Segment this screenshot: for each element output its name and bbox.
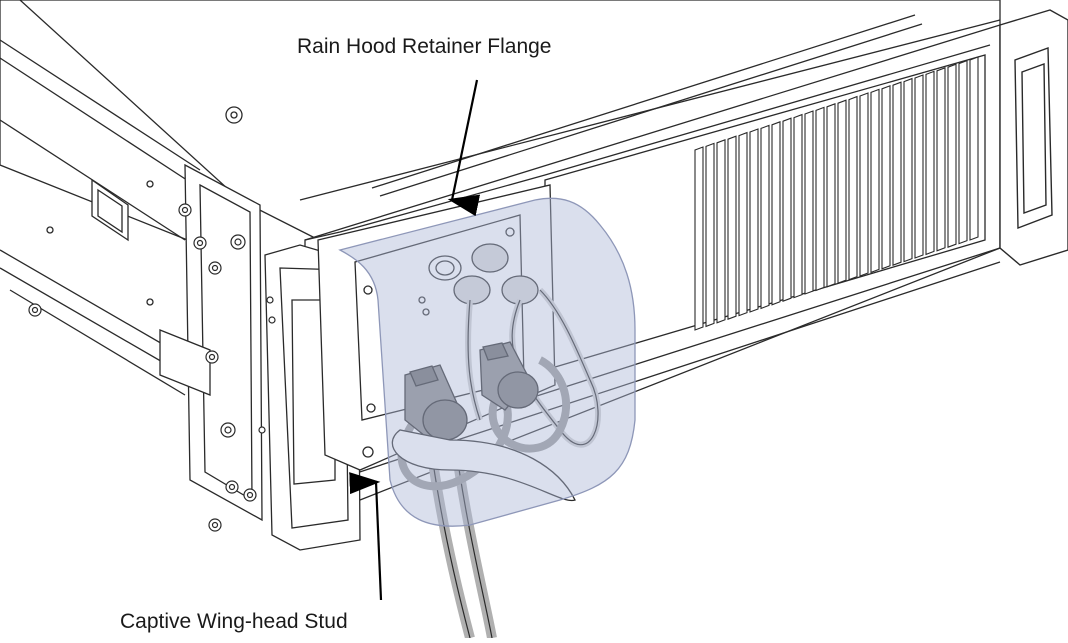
rigging-bolts: [28, 203, 276, 532]
heatsink-fin: [958, 59, 968, 245]
heatsink-fin: [903, 77, 913, 263]
power-connectors: [362, 341, 576, 640]
heatsink-fin: [969, 56, 979, 241]
heatsink-fin: [727, 135, 737, 320]
heatsink-fin: [837, 99, 847, 284]
heatsink-fin: [771, 121, 781, 306]
heatsink-fin: [925, 70, 935, 256]
heatsink-fin: [716, 139, 726, 324]
heatsink-fin: [848, 95, 858, 281]
heatsink-fin: [804, 110, 814, 295]
heatsink-fin: [914, 74, 924, 259]
heatsink-fins: [694, 56, 979, 331]
heatsink-fin: [859, 92, 869, 277]
heatsink-fin: [826, 103, 836, 288]
heatsink-fin: [694, 146, 704, 331]
heatsink-fin: [749, 128, 759, 313]
heatsink-fin: [815, 106, 825, 292]
wing-head-stud-arrow: [349, 472, 383, 601]
heatsink-fin: [760, 124, 770, 310]
rain-hood-flange-label: Rain Hood Retainer Flange: [297, 35, 552, 58]
heatsink-fin: [782, 117, 792, 302]
heatsink-fin: [881, 85, 891, 270]
wing-head-stud-label: Captive Wing-head Stud: [120, 610, 348, 633]
heatsink-fin: [738, 131, 748, 317]
signal-connectors: [428, 243, 601, 448]
heatsink-fin: [705, 142, 715, 328]
right-handle: [999, 9, 1068, 266]
rain-hood-flange-arrow: [447, 79, 481, 217]
heatsink-fin: [892, 81, 902, 266]
rain-hood: [338, 197, 636, 527]
heatsink-fin: [947, 63, 957, 248]
heatsink-fin: [936, 67, 946, 252]
heatsink-fin: [870, 88, 880, 274]
heatsink-fin: [793, 113, 803, 299]
chassis-top: [19, 0, 1001, 239]
